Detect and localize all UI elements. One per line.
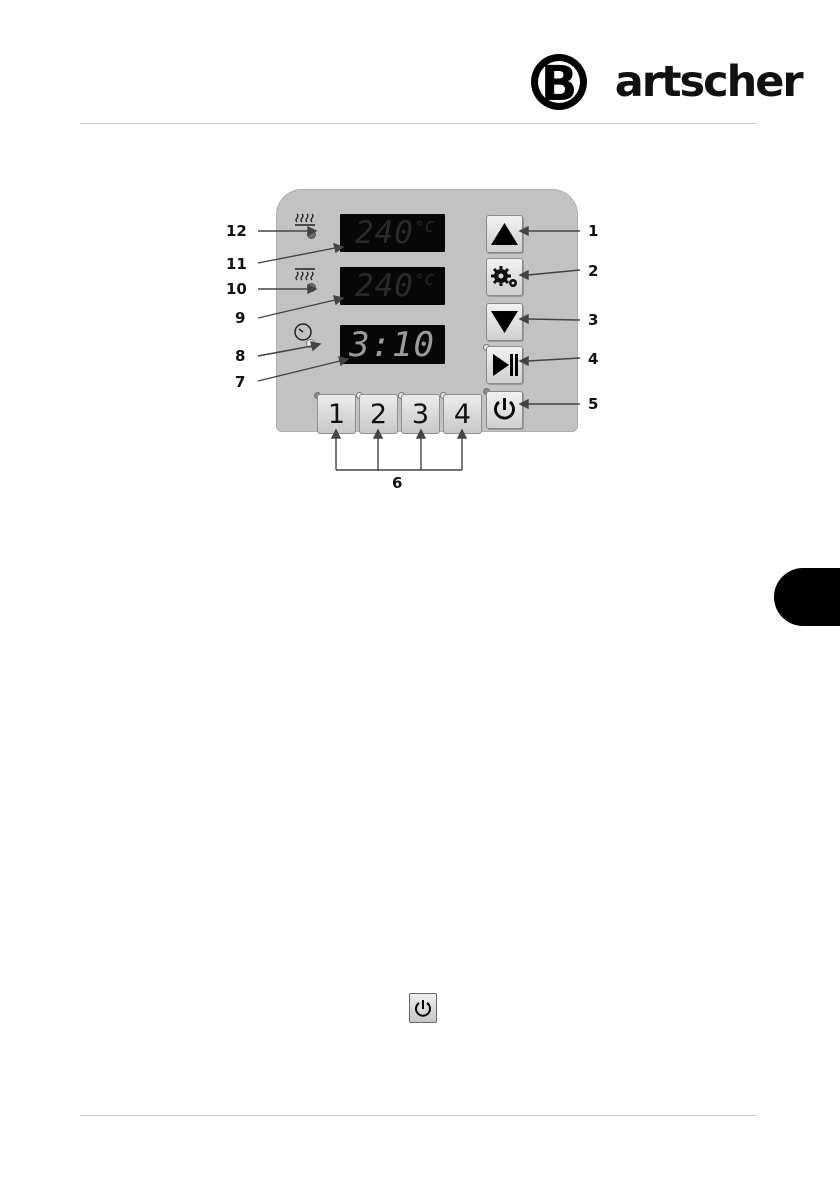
callout-8: 8 xyxy=(235,347,245,365)
inline-power-button-image xyxy=(409,993,437,1023)
callout-lines xyxy=(220,180,620,500)
callout-10: 10 xyxy=(226,280,247,298)
callout-4: 4 xyxy=(588,350,598,368)
callout-6: 6 xyxy=(392,474,402,492)
chapter-tab xyxy=(774,568,840,626)
callout-7: 7 xyxy=(235,373,245,391)
control-panel-figure: 240°C 240°C 3:10 xyxy=(220,180,620,500)
brand-name-text: artscher xyxy=(615,57,802,107)
callout-12: 12 xyxy=(226,222,247,240)
power-icon xyxy=(410,994,436,1022)
callout-1: 1 xyxy=(588,222,598,240)
callout-2: 2 xyxy=(588,262,598,280)
callout-9: 9 xyxy=(235,309,245,327)
brand-logo-initial: B xyxy=(541,56,578,112)
callout-5: 5 xyxy=(588,395,598,413)
header-divider xyxy=(80,123,757,124)
callout-3: 3 xyxy=(588,311,598,329)
footer-divider xyxy=(80,1115,757,1116)
callout-11: 11 xyxy=(226,255,247,273)
